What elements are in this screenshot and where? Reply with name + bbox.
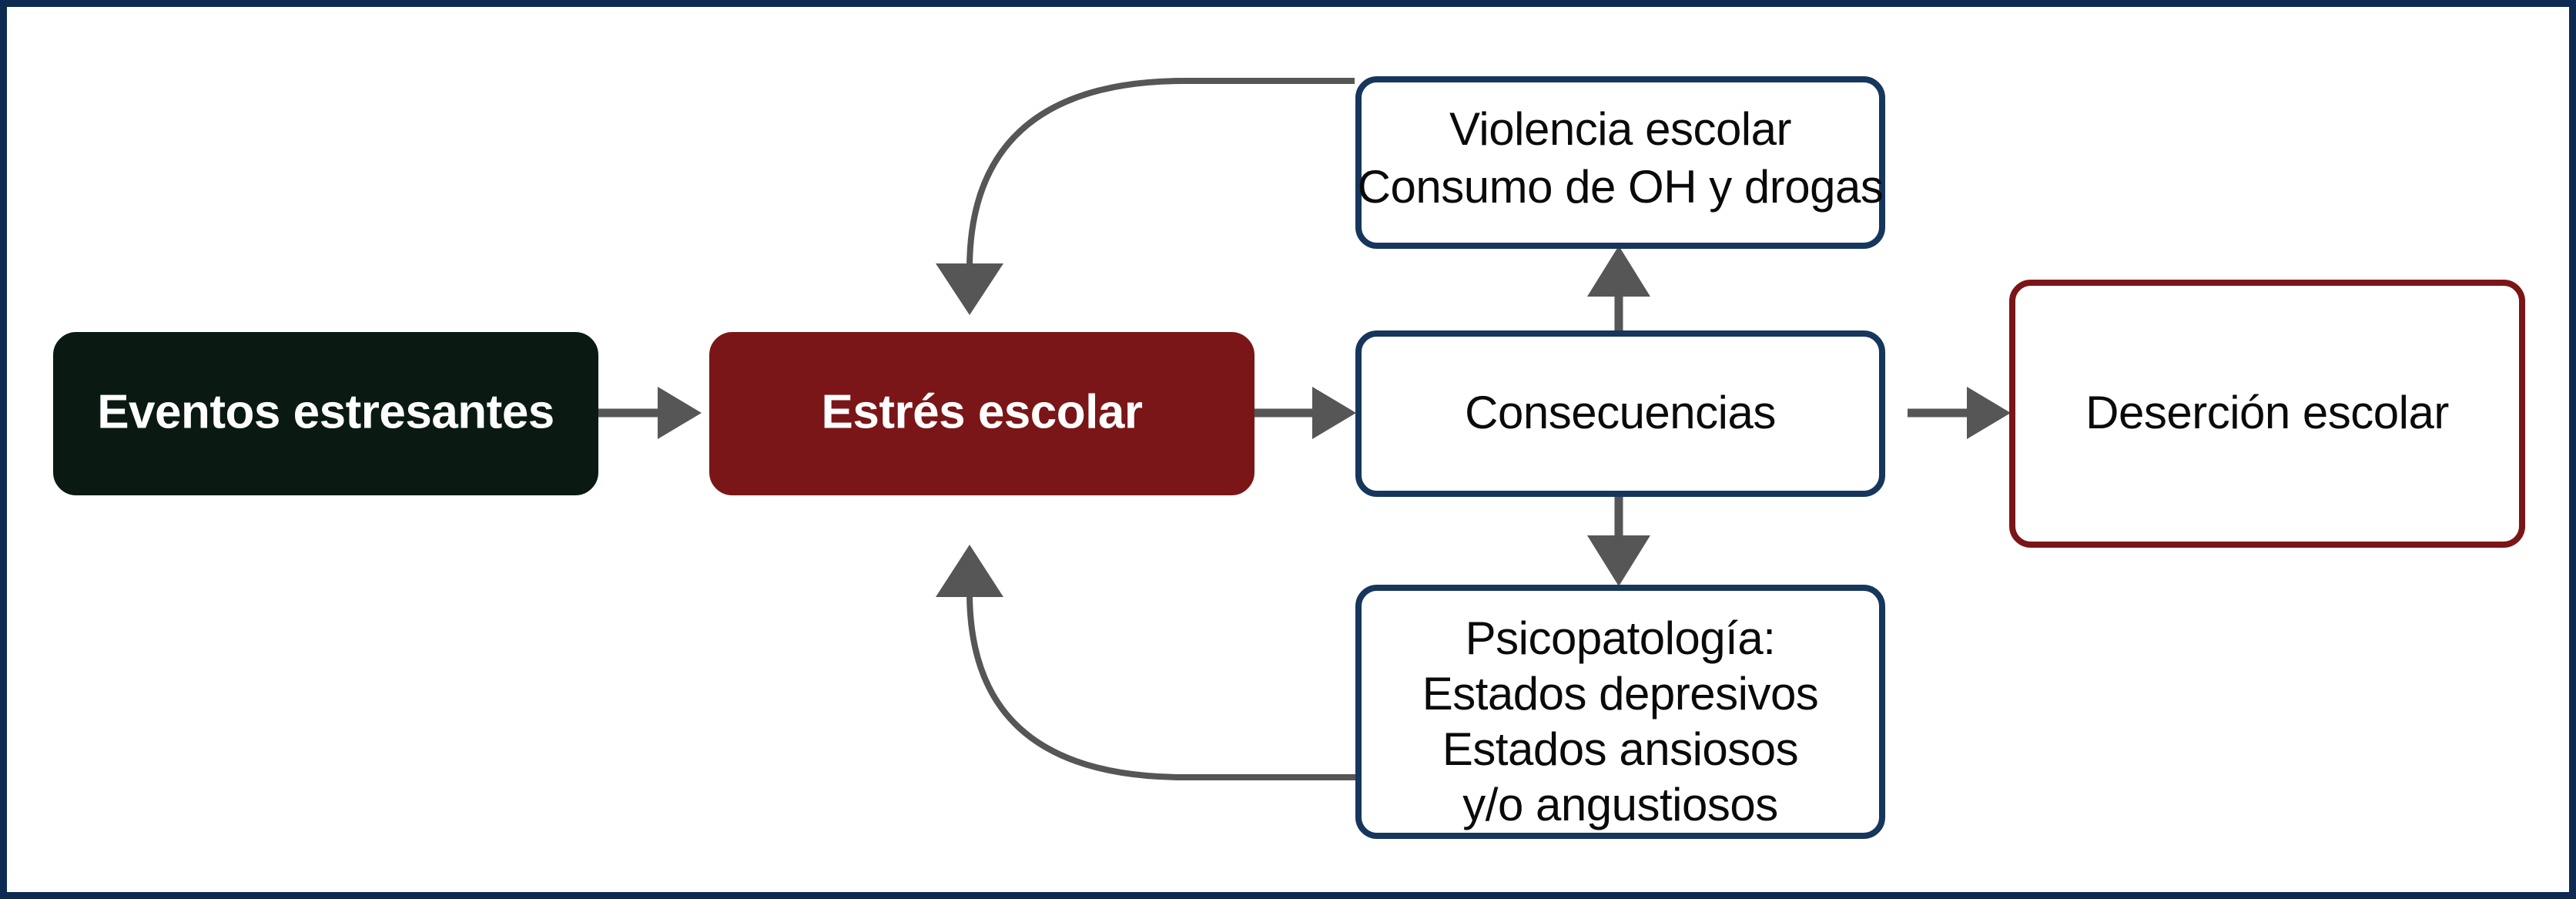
node-violencia-consumo-line1: Violencia escolar <box>1449 103 1791 155</box>
node-psicopatologia-line3: Estados ansiosos <box>1442 723 1798 775</box>
edge-violencia-to-estres-arrowhead <box>936 263 1003 315</box>
edge-eventos-to-estres-arrowhead <box>658 387 702 439</box>
edge-consecuencias-to-psicopatologia <box>1587 492 1650 586</box>
edge-eventos-to-estres <box>597 387 702 439</box>
node-violencia-consumo[interactable]: Violencia escolar Consumo de OH y drogas <box>1355 76 1885 249</box>
edge-violencia-to-estres-path <box>966 78 1355 270</box>
edge-psicopatologia-to-estres-arrowhead <box>936 545 1003 597</box>
node-desercion-escolar-label: Deserción escolar <box>2085 387 2449 438</box>
edge-estres-to-consecuencias-arrowhead <box>1312 387 1356 439</box>
edge-violencia-to-estres <box>936 78 1355 315</box>
edge-consecuencias-to-desercion <box>1908 387 2011 439</box>
edge-estres-to-consecuencias <box>1253 387 1356 439</box>
node-estres-escolar[interactable]: Estrés escolar <box>709 332 1255 495</box>
edge-consecuencias-to-desercion-arrowhead <box>1967 387 2011 439</box>
node-estres-escolar-shape[interactable] <box>709 332 1255 495</box>
node-consecuencias-shape[interactable] <box>1355 330 1885 497</box>
flow-diagram: Eventos estresantes Estrés escolar Viole… <box>53 76 2525 839</box>
node-eventos-estresantes-label: Eventos estresantes <box>97 385 554 438</box>
edge-consecuencias-to-violencia <box>1587 246 1650 334</box>
node-psicopatologia[interactable]: Psicopatología: Estados depresivos Estad… <box>1355 585 1885 839</box>
edge-consecuencias-to-violencia-arrowhead <box>1587 246 1650 297</box>
node-eventos-estresantes-shape[interactable] <box>53 332 598 495</box>
node-desercion-escolar[interactable]: Deserción escolar <box>2009 280 2525 548</box>
node-estres-escolar-label: Estrés escolar <box>822 385 1143 438</box>
node-psicopatologia-line4: y/o angustiosos <box>1462 779 1777 830</box>
node-psicopatologia-line2: Estados depresivos <box>1422 668 1819 720</box>
node-consecuencias-label: Consecuencias <box>1465 387 1776 438</box>
node-violencia-consumo-shape[interactable] <box>1355 76 1885 249</box>
edge-psicopatologia-to-estres-path <box>966 592 1362 780</box>
node-consecuencias[interactable]: Consecuencias <box>1355 330 1885 497</box>
node-desercion-escolar-shape[interactable] <box>2009 280 2525 548</box>
edge-psicopatologia-to-estres <box>936 545 1362 780</box>
node-psicopatologia-shape[interactable] <box>1355 585 1885 839</box>
node-psicopatologia-line1: Psicopatología: <box>1466 612 1776 664</box>
edge-consecuencias-to-psicopatologia-arrowhead <box>1587 535 1650 586</box>
node-eventos-estresantes[interactable]: Eventos estresantes <box>53 332 598 495</box>
node-violencia-consumo-line2: Consumo de OH y drogas <box>1358 161 1884 213</box>
